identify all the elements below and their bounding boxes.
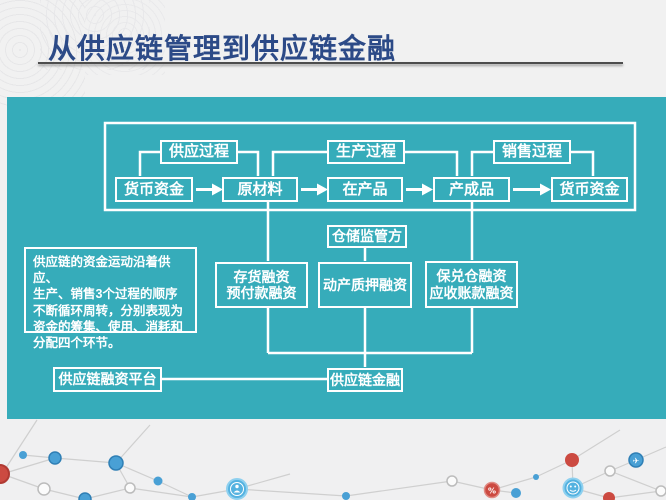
box-confirmed-warehouse-receivables-financing: 保兑仓融资 应收账款融资 bbox=[425, 261, 518, 308]
person-icon bbox=[226, 478, 248, 500]
network-node-blue bbox=[533, 474, 539, 480]
network-node-blue bbox=[153, 476, 163, 486]
network-node-blue bbox=[188, 493, 196, 500]
box-chattel-pledge-financing: 动产质押融资 bbox=[318, 262, 412, 308]
box-warehouse-supervisor: 仓储监管方 bbox=[327, 225, 407, 248]
box-production-process: 生产过程 bbox=[327, 140, 405, 164]
network-node-red bbox=[565, 453, 579, 467]
box-finished-goods: 产成品 bbox=[433, 177, 510, 202]
percent-icon: % bbox=[483, 481, 501, 499]
network-node-blue bbox=[342, 492, 350, 500]
network-decoration: % ✈ bbox=[0, 419, 666, 500]
network-node-red bbox=[0, 464, 10, 484]
network-node-white bbox=[655, 485, 666, 497]
box-sales-process: 销售过程 bbox=[493, 140, 571, 164]
network-node-blue bbox=[48, 451, 62, 465]
network-node-white bbox=[446, 475, 458, 487]
svg-text:✈: ✈ bbox=[633, 457, 640, 466]
box-raw-material: 原材料 bbox=[222, 177, 298, 202]
box-work-in-process: 在产品 bbox=[327, 177, 403, 202]
box-supply-chain-finance: 供应链金融 bbox=[327, 368, 403, 392]
network-node-blue bbox=[108, 455, 124, 471]
network-node-white bbox=[124, 482, 136, 494]
slide-header: 从供应链管理到供应链金融 bbox=[0, 0, 666, 110]
network-node-white bbox=[37, 482, 51, 496]
box-supply-process: 供应过程 bbox=[160, 140, 238, 164]
network-node-blue bbox=[511, 488, 521, 498]
network-node-blue bbox=[19, 451, 27, 459]
capital-cycle-note: 供应链的资金运动沿着供应、 生产、销售3个过程的顺序 不断循环周转，分别表现为 … bbox=[24, 247, 197, 350]
page-title: 从供应链管理到供应链金融 bbox=[48, 33, 397, 64]
title-underline bbox=[38, 62, 623, 64]
slide-footer: % ✈ bbox=[0, 419, 666, 500]
box-scf-platform: 供应链融资平台 bbox=[53, 367, 162, 392]
network-node-white bbox=[604, 465, 616, 477]
network-node-red bbox=[603, 492, 615, 500]
plane-icon: ✈ bbox=[628, 452, 644, 468]
box-money-right: 货币资金 bbox=[551, 177, 628, 202]
network-node-blue bbox=[78, 492, 92, 500]
smiley-icon bbox=[562, 477, 584, 499]
svg-text:%: % bbox=[488, 487, 496, 496]
box-inventory-prepayment-financing: 存货融资 预付款融资 bbox=[215, 262, 308, 308]
box-money-left: 货币资金 bbox=[115, 177, 193, 202]
